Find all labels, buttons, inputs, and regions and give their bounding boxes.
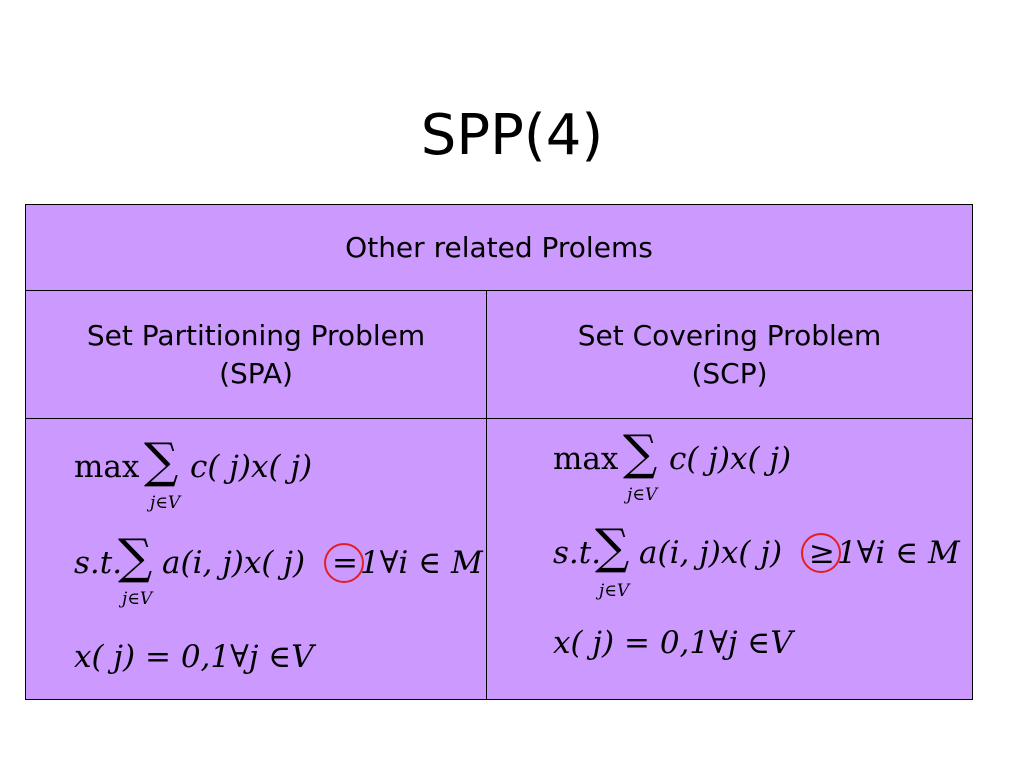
spa-domain: x( j) = 0,1∀j ∈V: [74, 639, 314, 675]
scp-constraint-prefix: s.t.: [553, 535, 601, 571]
spa-heading: Set Partitioning Problem (SPA): [26, 291, 487, 419]
scp-constraint-prefix-text: s.t.: [553, 535, 602, 571]
scp-constraint-rhs: 1∀i ∈ M: [837, 535, 960, 571]
spa-equality-highlight-circle: [324, 543, 364, 583]
scp-objective-sum-icon: ∑: [623, 425, 658, 481]
spa-constraint-lhs-text: a(i, j)x( j): [162, 545, 306, 581]
scp-heading: Set Covering Problem (SCP): [487, 291, 972, 419]
spa-objective-sum-icon: ∑: [144, 433, 179, 489]
scp-constraint-index: j∈V: [599, 581, 630, 601]
scp-domain-text: x( j) = 0,1∀j ∈V: [553, 625, 793, 661]
scp-objective-expr-text: c( j)x( j): [669, 441, 792, 477]
scp-objective-index: j∈V: [627, 485, 658, 505]
scp-formulation: max ∑ j∈V c( j)x( j) s.t. ∑ j∈V a(i, j)x…: [487, 419, 972, 699]
spa-domain-text: x( j) = 0,1∀j ∈V: [74, 639, 314, 675]
spa-constraint-lhs: a(i, j)x( j): [162, 545, 305, 581]
spa-objective-max: max: [74, 449, 140, 485]
scp-objective-expr: c( j)x( j): [669, 441, 791, 477]
spa-formulation: max ∑ j∈V c( j)x( j) s.t. ∑ j∈V a(i, j)x…: [26, 419, 487, 699]
scp-inequality-highlight-circle: [801, 533, 841, 573]
spa-objective-expr-text: c( j)x( j): [190, 449, 313, 485]
scp-heading-line2: (SCP): [691, 356, 768, 390]
comparison-table: Other related Prolems Set Partitioning P…: [25, 204, 973, 700]
spa-constraint-rhs: 1∀i ∈ M: [360, 545, 483, 581]
scp-constraint-sum-icon: ∑: [595, 519, 630, 575]
spa-constraint-sum-icon: ∑: [118, 529, 153, 585]
scp-heading-line1: Set Covering Problem: [577, 318, 882, 352]
table-header: Other related Prolems: [26, 205, 972, 291]
scp-constraint-rhs-text: 1∀i ∈ M: [837, 535, 960, 571]
spa-heading-line1: Set Partitioning Problem: [86, 318, 426, 352]
scp-constraint-lhs-text: a(i, j)x( j): [639, 535, 783, 571]
spa-constraint-prefix-text: s.t.: [74, 545, 123, 581]
scp-constraint-lhs: a(i, j)x( j): [639, 535, 782, 571]
spa-objective-expr: c( j)x( j): [190, 449, 312, 485]
spa-constraint-rhs-text: 1∀i ∈ M: [360, 545, 483, 581]
slide-title: SPP(4): [420, 103, 604, 168]
spa-objective-index: j∈V: [150, 493, 181, 513]
spa-constraint-prefix: s.t.: [74, 545, 122, 581]
scp-domain: x( j) = 0,1∀j ∈V: [553, 625, 793, 661]
spa-heading-line2: (SPA): [219, 356, 293, 390]
spa-constraint-index: j∈V: [122, 589, 153, 609]
scp-objective-max: max: [553, 441, 619, 477]
